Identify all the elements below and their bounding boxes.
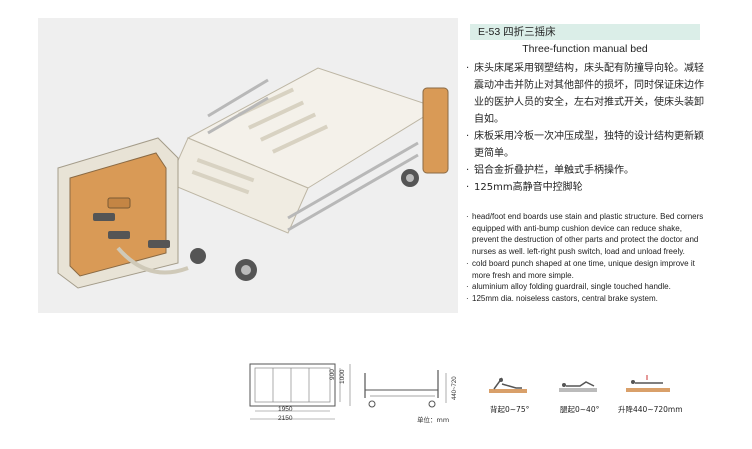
model-title: E-53 四折三摇床 (470, 24, 700, 40)
product-photo (38, 18, 458, 313)
top-view-drawing (249, 363, 351, 420)
feature-en-item: aluminium alloy folding guardrail, singl… (466, 281, 706, 293)
feature-cn-item: 125mm高静音中控脚轮 (466, 179, 706, 196)
features-cn-list: 床头床尾采用钢塑结构，床头配有防撞导向轮。减轻震动冲击并防止对其他部件的损坏，同… (466, 60, 706, 196)
height-range-label: 440~720 (452, 376, 458, 400)
backrest-icon (489, 377, 527, 393)
side-view-drawing (364, 370, 447, 408)
width-inner-label: 900 (329, 369, 336, 380)
feature-en-item: 125mm dia. noiseless castors, central br… (466, 293, 706, 305)
feature-en-item: cold board punch shaped at one time, uni… (466, 258, 706, 281)
function-label-height: 升降440~720mm (618, 405, 683, 414)
feature-en-item: head/foot end boards use stain and plast… (466, 211, 706, 258)
unit-label: 单位：mm (417, 416, 450, 424)
length-outer-label: 2150 (278, 415, 293, 422)
model-subtitle: Three-function manual bed (522, 43, 648, 55)
feature-cn-item: 床头床尾采用钢塑结构，床头配有防撞导向轮。减轻震动冲击并防止对其他部件的损坏，同… (466, 60, 706, 128)
length-inner-label: 1950 (278, 406, 293, 413)
height-adjust-icon (626, 375, 670, 392)
feature-cn-item: 床板采用冷板一次冲压成型，独特的设计结构更新颖更简单。 (466, 128, 706, 162)
feature-cn-item: 铝合金折叠护栏，单触式手柄操作。 (466, 162, 706, 179)
legrest-icon (559, 381, 597, 392)
bed-illustration (38, 18, 458, 313)
width-outer-label: 1000 (339, 369, 346, 384)
function-label-leg: 腿起0~40° (560, 405, 600, 414)
dimension-section: 1950 2150 900 1000 440~720 单位：mm 背起0~75°… (240, 356, 710, 426)
features-en-list: head/foot end boards use stain and plast… (466, 211, 706, 305)
function-label-back: 背起0~75° (490, 405, 530, 414)
